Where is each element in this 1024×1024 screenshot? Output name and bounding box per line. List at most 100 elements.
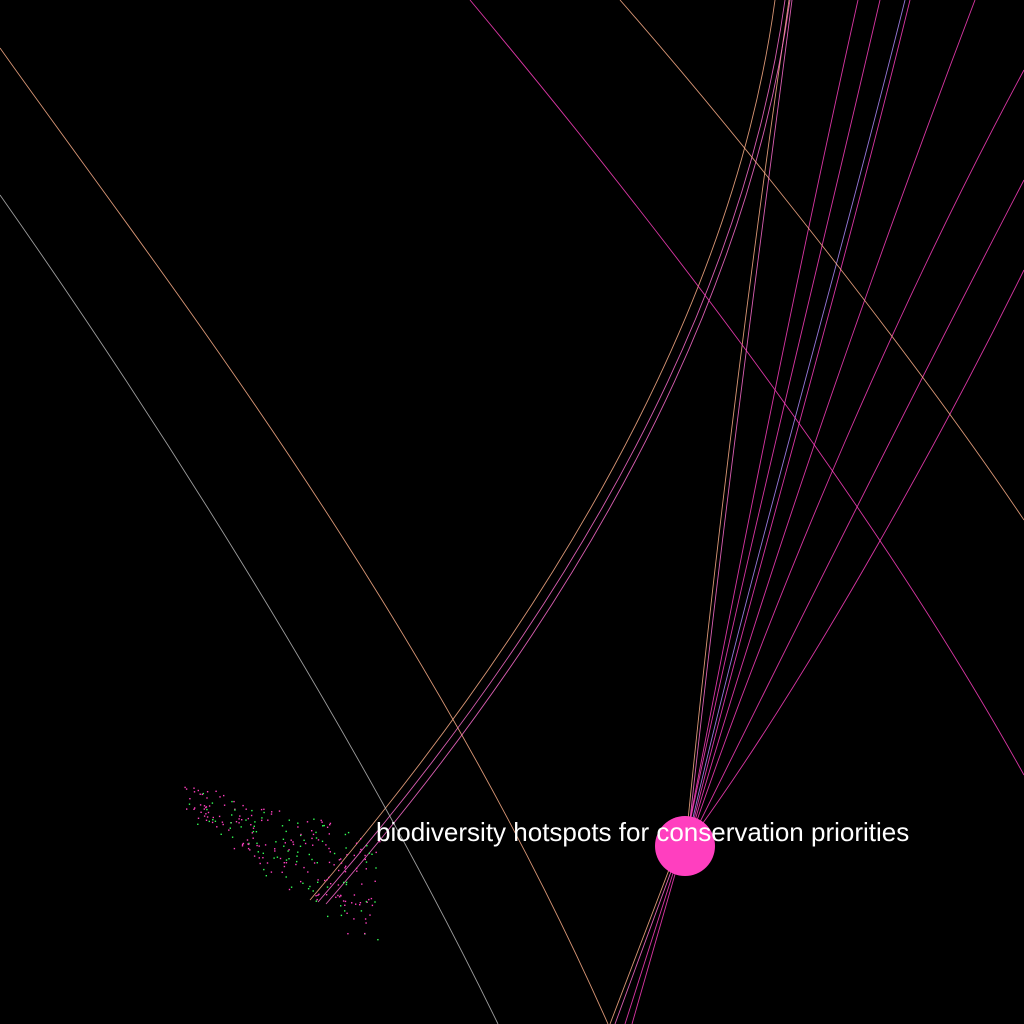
- cluster-node: [315, 895, 317, 897]
- cluster-node: [206, 808, 208, 811]
- cluster-node: [371, 904, 374, 907]
- cluster-node: [266, 862, 269, 864]
- cluster-node: [345, 847, 347, 849]
- cluster-node: [275, 841, 277, 843]
- cluster-node: [261, 817, 263, 819]
- cluster-node: [273, 857, 275, 859]
- cluster-node: [211, 802, 214, 804]
- cluster-node: [281, 825, 284, 827]
- cluster-node: [338, 869, 340, 872]
- cluster-node: [199, 804, 202, 806]
- cluster-node: [365, 922, 367, 924]
- cluster-node: [233, 847, 236, 850]
- cluster-node: [235, 821, 238, 823]
- cluster-node: [216, 826, 218, 828]
- cluster-node: [285, 830, 287, 833]
- cluster-node: [230, 822, 232, 824]
- cluster-node: [345, 865, 347, 867]
- cluster-node: [360, 838, 362, 840]
- cluster-node: [355, 867, 358, 870]
- cluster-node: [292, 843, 295, 846]
- cluster-node: [299, 845, 302, 847]
- cluster-node: [259, 862, 261, 865]
- graph-edge: [614, 0, 793, 1024]
- cluster-node: [323, 824, 325, 827]
- cluster-node: [368, 852, 371, 854]
- cluster-node: [328, 861, 331, 864]
- cluster-node: [338, 859, 341, 861]
- cluster-node: [193, 808, 195, 810]
- cluster-node: [375, 867, 377, 869]
- cluster-node: [312, 844, 314, 846]
- cluster-node: [228, 829, 230, 831]
- cluster-node: [287, 850, 289, 852]
- cluster-node: [325, 894, 328, 896]
- cluster-node: [201, 793, 203, 796]
- cluster-node: [347, 831, 350, 834]
- cluster-node: [263, 808, 265, 810]
- cluster-node: [212, 816, 214, 819]
- cluster-node: [250, 814, 253, 817]
- graph-edge: [609, 0, 790, 1024]
- cluster-node: [351, 902, 353, 904]
- cluster-node: [307, 871, 309, 873]
- cluster-node: [355, 903, 357, 905]
- cluster-node: [344, 904, 346, 906]
- graph-edge: [696, 179, 1024, 829]
- cluster-node: [199, 793, 201, 795]
- cluster-node: [184, 786, 186, 789]
- cluster-node: [248, 843, 250, 846]
- cluster-node: [315, 900, 317, 902]
- cluster-node: [206, 791, 209, 793]
- cluster-node: [206, 797, 208, 799]
- cluster-node: [256, 842, 258, 844]
- cluster-node: [312, 833, 315, 836]
- cluster-node: [360, 910, 363, 912]
- cluster-node: [328, 833, 330, 835]
- cluster-node: [297, 826, 299, 828]
- cluster-node: [258, 857, 260, 859]
- cluster-node: [346, 854, 348, 856]
- cluster-node: [206, 816, 209, 818]
- graph-edge: [0, 194, 499, 1024]
- cluster-node: [223, 794, 225, 797]
- cluster-node: [200, 811, 202, 813]
- cluster-node: [219, 796, 221, 798]
- cluster-node: [283, 845, 285, 847]
- cluster-node: [270, 813, 273, 815]
- focus-node[interactable]: [655, 816, 715, 876]
- cluster-node: [285, 859, 288, 861]
- cluster-node: [262, 857, 264, 859]
- cluster-node: [328, 847, 330, 850]
- cluster-node: [267, 819, 269, 821]
- cluster-node: [361, 883, 363, 885]
- cluster-node: [302, 882, 304, 884]
- cluster-node: [315, 831, 317, 834]
- graph-edge: [325, 0, 791, 905]
- cluster-node: [369, 914, 371, 916]
- cluster-node: [252, 827, 255, 829]
- cluster-node: [202, 792, 204, 795]
- cluster-node: [276, 856, 279, 858]
- graph-edge: [694, 69, 1024, 827]
- cluster-node: [375, 851, 377, 854]
- graph-edge: [631, 0, 881, 1024]
- cluster-node: [317, 839, 320, 841]
- cluster-node: [193, 791, 196, 793]
- cluster-node: [231, 836, 234, 838]
- cluster-node: [377, 939, 379, 941]
- cluster-node: [324, 879, 326, 882]
- cluster-node: [317, 894, 319, 896]
- cluster-node: [284, 842, 286, 844]
- cluster-node: [231, 800, 233, 803]
- cluster-node: [288, 888, 291, 891]
- cluster-node: [245, 819, 247, 821]
- cluster-node: [364, 932, 366, 935]
- cluster-node: [317, 881, 319, 883]
- cluster-node: [296, 860, 298, 863]
- cluster-node: [300, 834, 302, 837]
- cluster-node: [263, 868, 265, 871]
- cluster-node: [220, 833, 222, 835]
- cluster-node: [329, 851, 331, 853]
